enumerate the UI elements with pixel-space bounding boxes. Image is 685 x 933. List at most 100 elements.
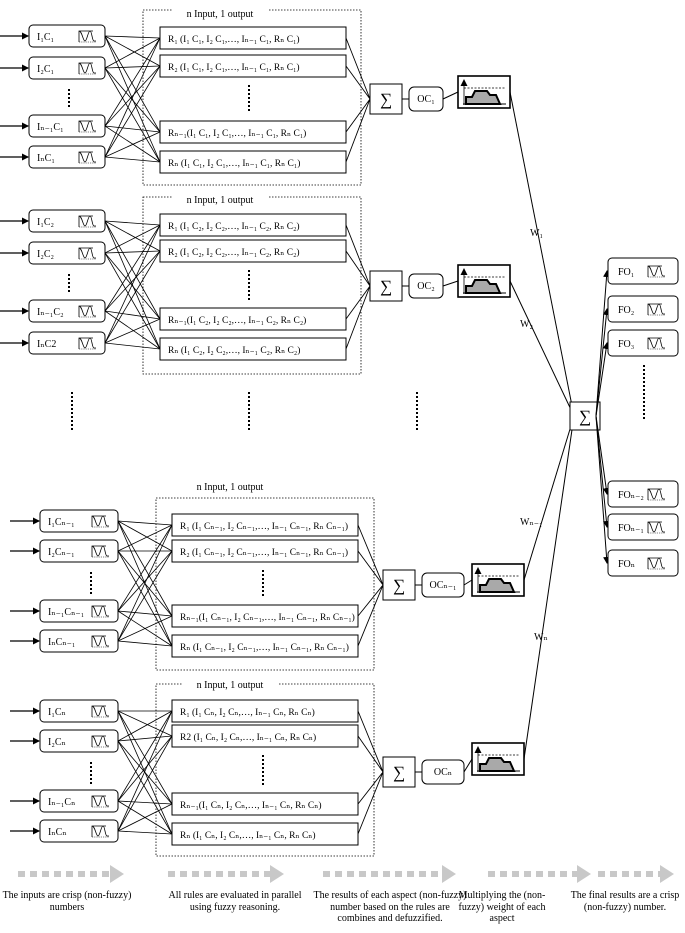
- rule-block-container: [155, 497, 375, 671]
- input-rule-link: [104, 131, 161, 158]
- rule-box: R₂ (I₁ C₂, I₂ C₂,…, Iₙ₋₁ C₂, Rₙ C₂): [159, 239, 347, 263]
- input-rule-link: [117, 710, 173, 742]
- dot: [90, 576, 92, 578]
- dot: [71, 420, 73, 422]
- weight-link: [509, 280, 575, 417]
- input-rule-link: [104, 35, 161, 133]
- rule-label: R₁ (I₁ Cₙ, I₂ Cₙ,…, Iₙ₋₁ Cₙ, Rₙ Cₙ): [180, 707, 315, 718]
- ellipsis-dots: [90, 572, 92, 594]
- dot: [416, 428, 418, 430]
- membership-function-icon: [647, 488, 665, 501]
- input-rule-link: [104, 35, 161, 163]
- membership-function-icon: [91, 515, 109, 528]
- input-rule-link: [104, 224, 161, 254]
- dot: [71, 424, 73, 426]
- summation-icon: ∑: [382, 569, 416, 601]
- input-box: I₁Cₙ₋₁: [39, 509, 119, 533]
- dot: [643, 397, 645, 399]
- membership-function-icon: [78, 305, 96, 318]
- summation-icon: ∑: [369, 83, 403, 115]
- input-rule-link: [117, 550, 173, 647]
- dot: [68, 282, 70, 284]
- dot: [68, 278, 70, 280]
- input-rule-link: [117, 610, 173, 617]
- dot: [262, 570, 264, 572]
- dot: [262, 783, 264, 785]
- dot: [248, 424, 250, 426]
- dot: [248, 392, 250, 394]
- sum-box: [382, 756, 416, 788]
- input-rule-link: [117, 735, 173, 832]
- input-rule-link: [117, 520, 173, 552]
- rule-label: Rₙ₋₁(I₁ Cₙ, I₂ Cₙ,…, Iₙ₋₁ Cₙ, Rₙ Cₙ): [180, 800, 322, 811]
- rule-label: R₁ (I₁ C₁, I₂ C₁,…, Iₙ₋₁ C₁, Rₙ C₁): [168, 34, 300, 45]
- dot: [416, 408, 418, 410]
- ellipsis-dots: [68, 274, 70, 292]
- input-rule-link: [104, 250, 161, 344]
- membership-function-icon: [78, 120, 96, 133]
- dot: [90, 782, 92, 784]
- input-rule-link: [104, 37, 161, 69]
- dot: [248, 109, 250, 111]
- input-rule-link: [104, 67, 161, 133]
- final-output-arrow: [595, 342, 610, 417]
- input-rule-link: [104, 35, 161, 39]
- input-rule-link: [104, 125, 161, 163]
- dot: [643, 417, 645, 419]
- input-rule-link: [104, 65, 161, 69]
- input-rule-link: [104, 252, 161, 320]
- dot: [71, 392, 73, 394]
- final-output-frame: [607, 480, 679, 508]
- rule-sum-link: [345, 98, 371, 133]
- dot: [68, 274, 70, 276]
- rule-block-title: n Input, 1 output: [197, 482, 264, 493]
- rule-sum-link: [357, 584, 384, 617]
- input-rule-link: [104, 224, 161, 312]
- input-rule-link: [104, 220, 161, 320]
- input-box: IₙC₁: [28, 145, 106, 169]
- membership-function-icon: [647, 521, 665, 534]
- input-rule-link: [117, 640, 173, 647]
- final-output-box: FOₙ₋₁: [607, 513, 679, 541]
- dot: [416, 392, 418, 394]
- membership-curve: [91, 515, 109, 527]
- step-arrow-head: [270, 865, 284, 883]
- input-rule-link: [104, 250, 161, 254]
- input-rule-link: [117, 735, 173, 802]
- dot: [248, 282, 250, 284]
- defuzzification-chart-icon: [457, 264, 511, 298]
- membership-function-icon: [78, 247, 96, 260]
- rule-box: Rₙ₋₁(I₁ C₁, I₂ C₁,…, Iₙ₋₁ C₁, Rₙ C₁): [159, 120, 347, 144]
- aspect-group-3: n Input, 1 outputI₁Cₙ₋₁I₂Cₙ₋₁Iₙ₋₁Cₙ₋₁IₙC…: [10, 415, 575, 671]
- membership-function-icon: [647, 337, 665, 350]
- dot: [90, 588, 92, 590]
- rule-box: Rₙ (I₁ Cₙ, I₂ Cₙ,…, Iₙ₋₁ Cₙ, Rₙ Cₙ): [171, 822, 359, 846]
- rule-block-title-bg: [172, 193, 268, 207]
- rule-label: R₁ (I₁ Cₙ₋₁, I₂ Cₙ₋₁,…, Iₙ₋₁ Cₙ₋₁, Rₙ Cₙ…: [180, 521, 348, 532]
- dot: [643, 385, 645, 387]
- input-rule-link: [104, 35, 161, 67]
- aspect-output-box: OCₙ: [421, 759, 465, 785]
- input-box: IₙCₙ₋₁: [39, 629, 119, 653]
- rule-box: Rₙ₋₁(I₁ Cₙ₋₁, I₂ Cₙ₋₁,…, Iₙ₋₁ Cₙ₋₁, Rₙ C…: [171, 604, 359, 628]
- membership-curve: [91, 545, 109, 557]
- input-rule-link: [104, 125, 161, 133]
- dot: [248, 270, 250, 272]
- input-rule-link: [117, 550, 173, 612]
- rule-box: Rₙ (I₁ C₁, I₂ C₁,…, Iₙ₋₁ C₁, Rₙ C₁): [159, 150, 347, 174]
- input-box: IₙCₙ: [39, 819, 119, 843]
- membership-curve: [91, 735, 109, 747]
- input-rule-link: [104, 250, 161, 312]
- final-output-arrow: [595, 270, 611, 417]
- rule-label: Rₙ (I₁ C₁, I₂ C₁,…, Iₙ₋₁ C₁, Rₙ C₁): [168, 158, 300, 169]
- final-output-frame: [607, 329, 679, 357]
- ellipsis-dots: [90, 762, 92, 784]
- dot: [248, 396, 250, 398]
- step-arrow-head: [577, 865, 591, 883]
- aspect-output-label: OCₙ₋₁: [430, 580, 457, 591]
- membership-curve: [78, 120, 96, 132]
- dot: [90, 580, 92, 582]
- aspect-output-box: OCₙ₋₁: [421, 572, 465, 598]
